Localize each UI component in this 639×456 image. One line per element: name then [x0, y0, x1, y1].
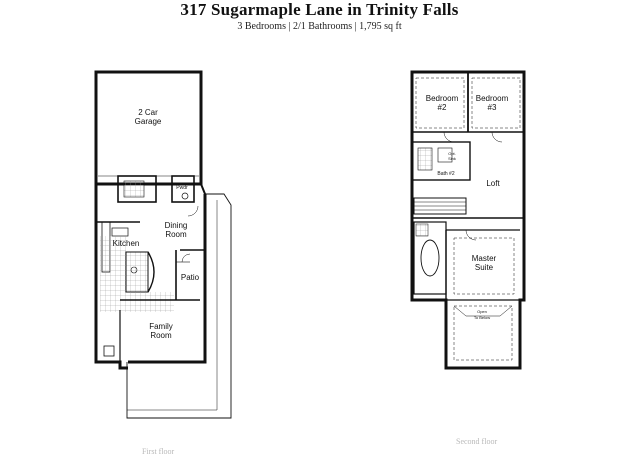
- garage-walls: [94, 70, 203, 186]
- kitchen-label: Kitchen: [113, 239, 140, 248]
- bedroom2-label-2: #2: [438, 103, 447, 112]
- family-label-2: Room: [150, 331, 172, 340]
- patio-label: Patio: [181, 273, 200, 282]
- bedroom3-label-1: Bedroom: [476, 94, 509, 103]
- bedroom3-label-2: #3: [488, 103, 497, 112]
- loft-label: Loft: [486, 179, 500, 188]
- second-floor-plan: [410, 70, 526, 370]
- opt-sink-label-2: Sink: [448, 156, 456, 161]
- second-floor-label: Second floor: [456, 437, 498, 446]
- page-subtitle: 3 Bedrooms | 2/1 Bathrooms | 1,795 sq ft: [237, 21, 402, 32]
- open-below-label-1: Open: [477, 309, 487, 314]
- dining-label-2: Room: [165, 230, 187, 239]
- master-label-2: Suite: [475, 263, 494, 272]
- first-floor-label: First floor: [142, 447, 175, 456]
- garage-label-1: 2 Car: [138, 108, 158, 117]
- open-below-label-2: To Below: [474, 315, 490, 320]
- opt-sink-label-1: Opt.: [448, 151, 456, 156]
- family-label-1: Family: [149, 322, 173, 331]
- powder-label: Pwdr: [176, 185, 188, 191]
- dining-label-1: Dining: [165, 221, 188, 230]
- patio-outline: [126, 193, 232, 419]
- first-floor-plan: [94, 70, 232, 419]
- page-title: 317 Sugarmaple Lane in Trinity Falls: [180, 0, 459, 19]
- bath2-label: Bath #2: [437, 171, 454, 177]
- garage-label-2: Garage: [135, 117, 162, 126]
- master-label-1: Master: [472, 254, 497, 263]
- bedroom2-label-1: Bedroom: [426, 94, 459, 103]
